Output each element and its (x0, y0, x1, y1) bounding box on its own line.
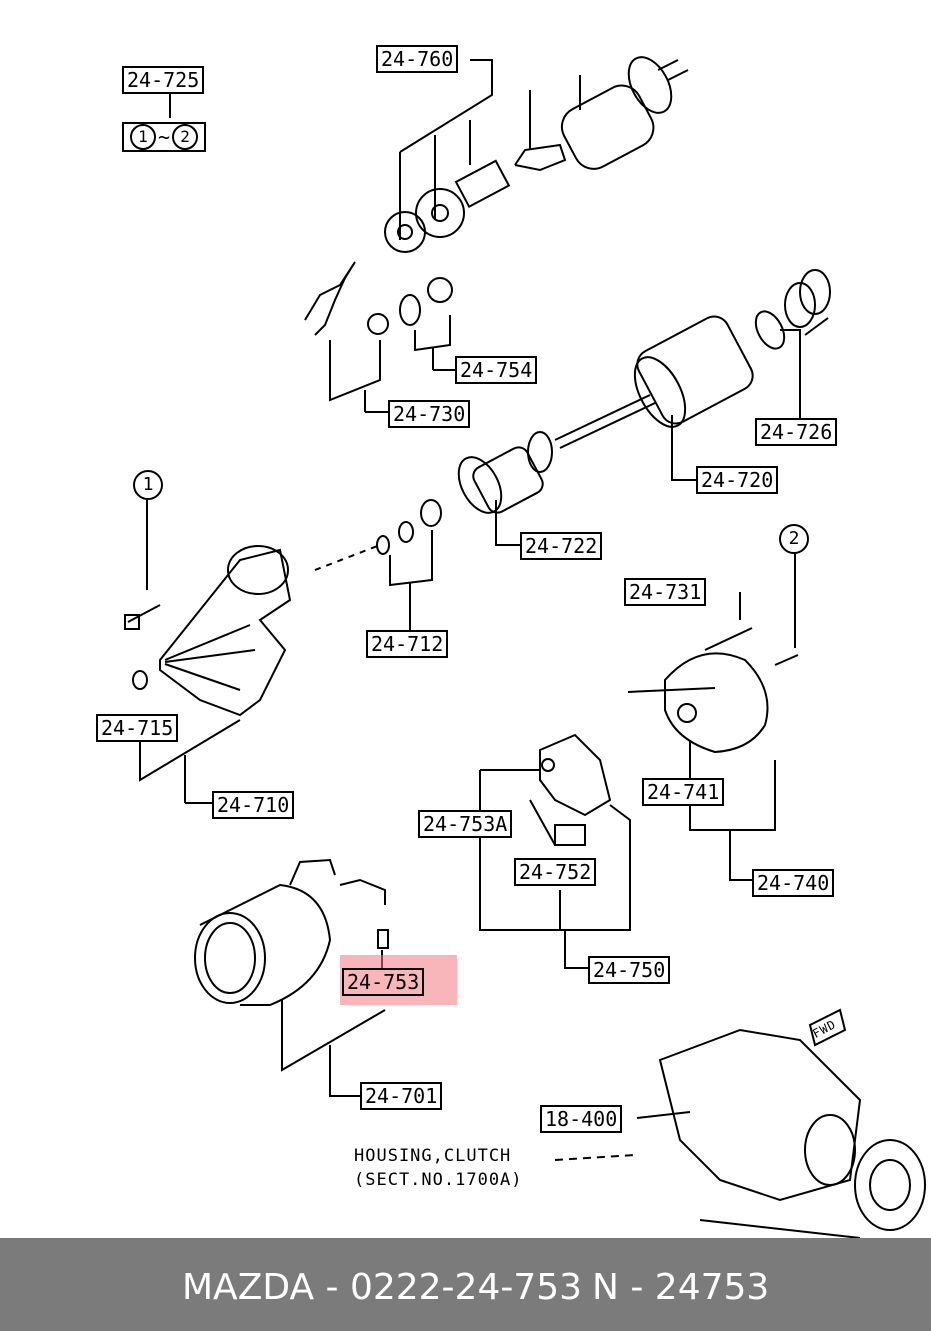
housing-note-line2: (SECT.NO.1700A) (354, 1170, 523, 1190)
circle-range-b: 2 (172, 124, 199, 150)
circle-range-a: 1 (130, 124, 156, 150)
part-label-24-760[interactable]: 24-760 (376, 45, 459, 73)
part-label-24-712[interactable]: 24-712 (366, 630, 449, 658)
part-label-24-720[interactable]: 24-720 (696, 466, 779, 494)
part-label-24-753A[interactable]: 24-753A (418, 810, 513, 838)
part-label-24-701[interactable]: 24-701 (360, 1082, 443, 1110)
part-label-24-725[interactable]: 24-725 (122, 66, 205, 94)
footer-part-number: MAZDA - 0222-24-753 (182, 1267, 583, 1308)
part-label-24-741[interactable]: 24-741 (642, 778, 725, 806)
part-label-24-752[interactable]: 24-752 (514, 858, 597, 886)
solenoid-drawing (384, 56, 689, 253)
yoke-drawing (194, 858, 389, 1006)
circle-marker-1: 1 (133, 470, 163, 500)
part-label-24-715[interactable]: 24-715 (96, 714, 179, 742)
circle-range-separator: ~ (158, 125, 171, 149)
part-label-18-400[interactable]: 18-400 (540, 1105, 623, 1133)
part-label-24-731[interactable]: 24-731 (624, 578, 707, 606)
part-label-24-730[interactable]: 24-730 (388, 400, 471, 428)
housing-note-line1: HOUSING,CLUTCH (354, 1146, 512, 1166)
part-label-24-710[interactable]: 24-710 (212, 791, 295, 819)
highlighted-part-box (340, 955, 457, 1005)
front-housing-drawing (124, 545, 292, 717)
diagram-drawing (124, 56, 926, 1239)
part-label-24-740[interactable]: 24-740 (752, 869, 835, 897)
circle-marker-2: 2 (779, 524, 809, 554)
footer-reference: N - 24753 (592, 1267, 770, 1308)
lever-drawing (304, 261, 453, 336)
parts-diagram: 24-725 1 ~ 2 24-760 24-754 24-730 24-726… (96, 45, 926, 1239)
part-label-24-753[interactable]: 24-753 (342, 968, 425, 996)
rear-bracket-drawing (627, 627, 799, 754)
part-label-24-754[interactable]: 24-754 (455, 356, 538, 384)
part-label-24-726[interactable]: 24-726 (755, 418, 838, 446)
pinion-drawing (376, 431, 553, 555)
armature-drawing (554, 269, 831, 449)
footer-bar: MAZDA - 0222-24-753 N - 24753 (0, 1238, 931, 1331)
part-label-24-750[interactable]: 24-750 (588, 956, 671, 984)
leader-lines (139, 59, 829, 1161)
part-label-24-722[interactable]: 24-722 (520, 532, 603, 560)
circle-range-label: 1 ~ 2 (122, 122, 207, 152)
brush-holder-drawing (539, 733, 612, 846)
installed-starter-drawing (658, 1008, 926, 1239)
